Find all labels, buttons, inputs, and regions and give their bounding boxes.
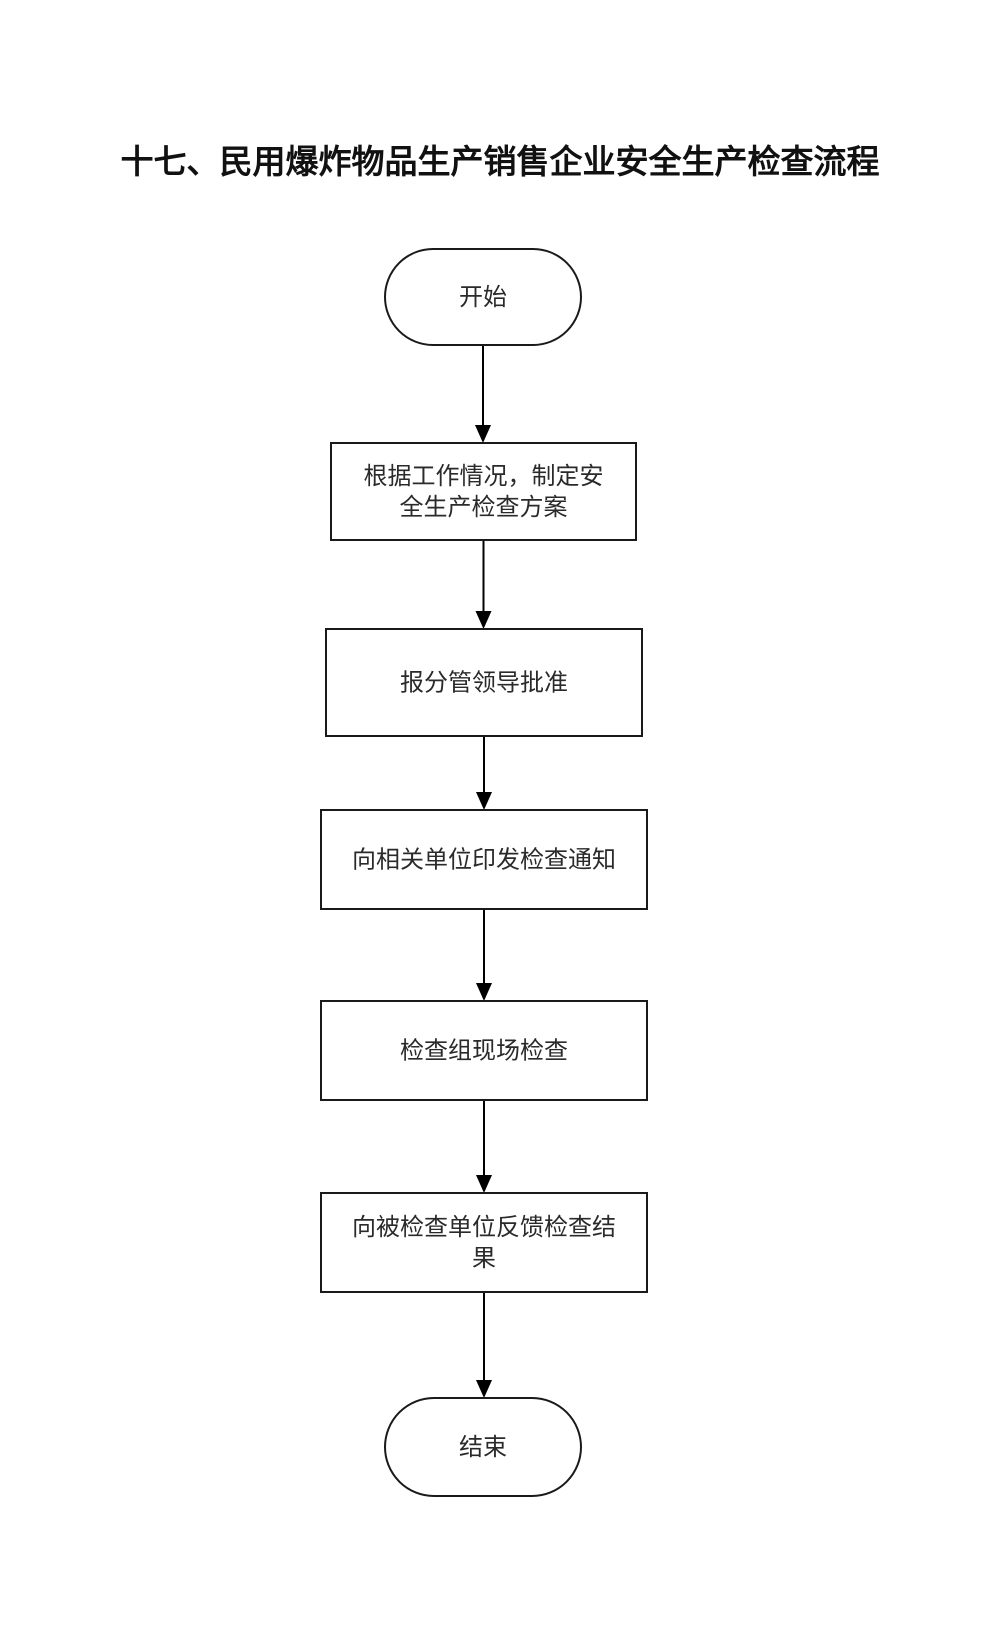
arrow-head-icon <box>476 1175 492 1193</box>
process-box <box>330 442 637 541</box>
node-label: 全生产检查方案 <box>400 493 568 521</box>
node-label: 根据工作情况，制定安 <box>364 462 604 490</box>
flow-arrow-step5-to-end <box>476 1292 492 1398</box>
arrow-head-icon <box>476 983 492 1001</box>
node-label: 向被检查单位反馈检查结 <box>352 1213 616 1241</box>
process-box <box>320 1000 648 1101</box>
arrow-head-icon <box>476 1380 492 1398</box>
arrow-head-icon <box>476 792 492 810</box>
node-label: 开始 <box>459 283 507 311</box>
flow-arrow-start-to-step1 <box>475 345 491 443</box>
page-title: 十七、民用爆炸物品生产销售企业安全生产检查流程 <box>120 142 880 181</box>
node-label: 报分管领导批准 <box>400 669 568 697</box>
terminal-shape <box>384 1397 582 1497</box>
flow-node-step3: 向相关单位印发检查通知 <box>320 809 648 910</box>
flow-node-start: 开始 <box>384 248 582 346</box>
node-label: 果 <box>472 1244 496 1272</box>
flow-node-step4: 检查组现场检查 <box>320 1000 648 1101</box>
process-box <box>320 1192 648 1293</box>
node-label: 检查组现场检查 <box>400 1037 568 1065</box>
arrow-head-icon <box>475 425 491 443</box>
flow-node-end: 结束 <box>384 1397 582 1497</box>
nodes-layer: 开始根据工作情况，制定安全生产检查方案报分管领导批准向相关单位印发检查通知检查组… <box>320 248 648 1497</box>
flow-arrow-step2-to-step3 <box>476 736 492 810</box>
flow-node-step2: 报分管领导批准 <box>325 628 643 737</box>
flow-arrow-step3-to-step4 <box>476 909 492 1001</box>
node-label: 结束 <box>459 1433 507 1461</box>
edges-layer <box>475 345 492 1398</box>
terminal-shape <box>384 248 582 346</box>
process-box <box>325 628 643 737</box>
node-label: 向相关单位印发检查通知 <box>352 846 616 874</box>
arrow-head-icon <box>475 611 492 629</box>
process-box <box>320 809 648 910</box>
flow-arrow-step1-to-step2 <box>475 540 492 629</box>
flow-arrow-step4-to-step5 <box>476 1100 492 1193</box>
